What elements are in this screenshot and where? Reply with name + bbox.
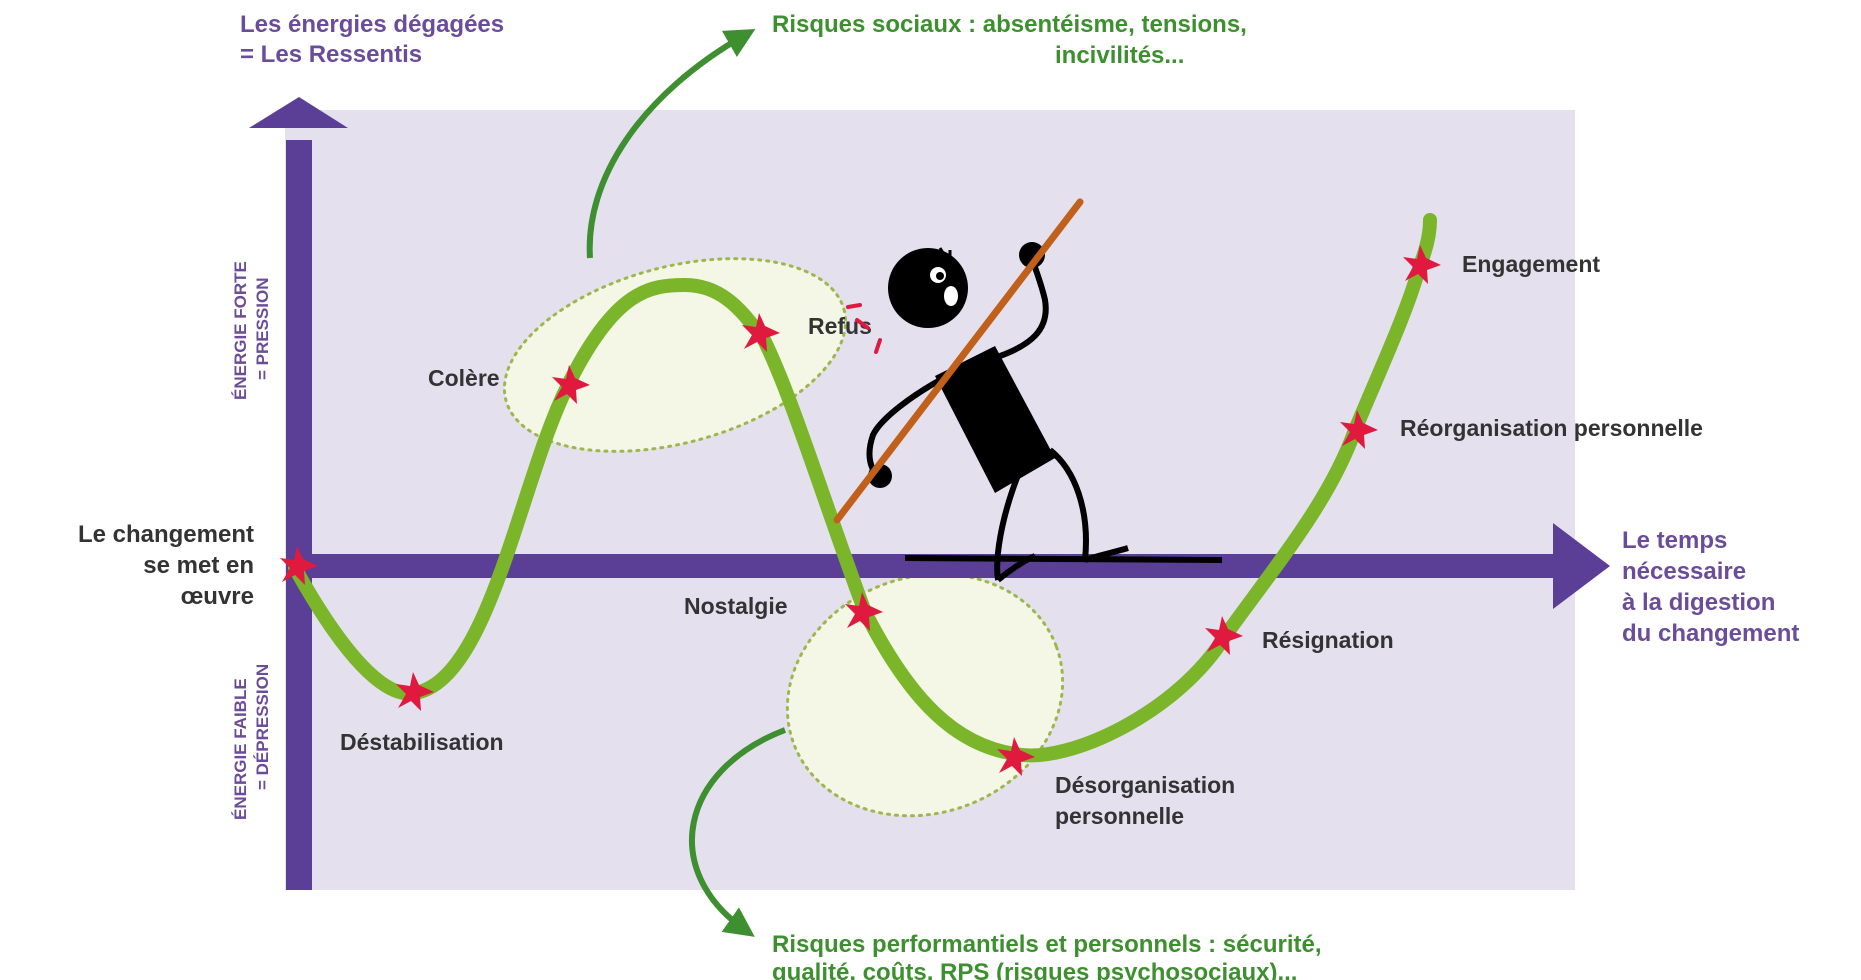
performance-risk-label-line1: Risques performantiels et personnels : s… (772, 931, 1322, 958)
stage-markers (280, 245, 1441, 776)
red-starburst-icon (396, 672, 434, 711)
figure-eye-pupil (936, 272, 944, 280)
red-starburst-icon (1340, 410, 1378, 449)
figure-leg-left (994, 468, 1023, 581)
y-axis (249, 97, 348, 890)
x-axis-title-line2: nécessaire (1622, 558, 1746, 585)
figure-foot-left (996, 553, 1037, 583)
start-label-line1: Le changement (78, 521, 254, 548)
y-upper-label-line2: = PRESSION (253, 277, 272, 380)
red-starburst-icon (1403, 245, 1441, 284)
red-starburst-icon (845, 592, 883, 631)
red-starburst-icon (552, 365, 590, 404)
stage-label-colere: Colère (428, 365, 500, 391)
stage-label-desorganisation-line1: Désorganisation (1055, 772, 1235, 798)
red-starburst-icon (1205, 616, 1243, 655)
stage-label-reorganisation: Réorganisation personnelle (1400, 415, 1703, 441)
social-risk-arrow (586, 29, 756, 259)
social-risk-label-line2: incivilités... (1055, 42, 1184, 69)
start-label-line2: se met en (143, 552, 254, 579)
social-risk-label-line1: Risques sociaux : absentéisme, tensions, (772, 11, 1247, 38)
x-axis-title-line4: du changement (1622, 620, 1799, 647)
y-lower-label-line2: = DÉPRESSION (253, 664, 272, 790)
sweat-marks-icon (846, 303, 882, 354)
red-starburst-icon (280, 546, 318, 585)
stage-label-nostalgie: Nostalgie (684, 593, 788, 619)
performance-risk-arrow (689, 727, 787, 937)
figure-leg-right (1048, 447, 1089, 561)
stage-label-desorganisation-line2: personnelle (1055, 803, 1184, 829)
stage-label-destabilisation: Déstabilisation (340, 729, 504, 755)
red-starburst-icon (997, 737, 1035, 776)
performance-risk-label-line2: qualité, coûts, RPS (risques psychosocia… (772, 959, 1297, 980)
tightrope-walker-figure (833, 198, 1223, 583)
figure-arm-left (866, 369, 957, 481)
x-axis-title-line1: Le temps (1622, 527, 1727, 554)
y-lower-label-line1: ÉNERGIE FAIBLE (231, 678, 250, 820)
red-starburst-icon (742, 313, 780, 352)
social-risk-bubble (502, 257, 848, 453)
figure-foot-right (1084, 545, 1129, 563)
y-axis-title-line1: Les énergies dégagées (240, 11, 504, 38)
y-axis-title-line2: = Les Ressentis (240, 41, 422, 68)
figure-hair (938, 247, 952, 258)
start-label-line3: œuvre (181, 583, 254, 610)
figure-head (888, 248, 968, 328)
figure-body (935, 346, 1055, 493)
tightrope-line (904, 555, 1223, 563)
y-upper-label-line1: ÉNERGIE FORTE (231, 261, 250, 400)
stage-label-refus: Refus (808, 313, 872, 339)
stage-label-engagement: Engagement (1462, 251, 1600, 277)
stage-label-resignation: Résignation (1262, 627, 1394, 653)
figure-mouth (944, 286, 958, 306)
x-axis-title-line3: à la digestion (1622, 589, 1775, 616)
balancing-pole (833, 198, 1084, 524)
